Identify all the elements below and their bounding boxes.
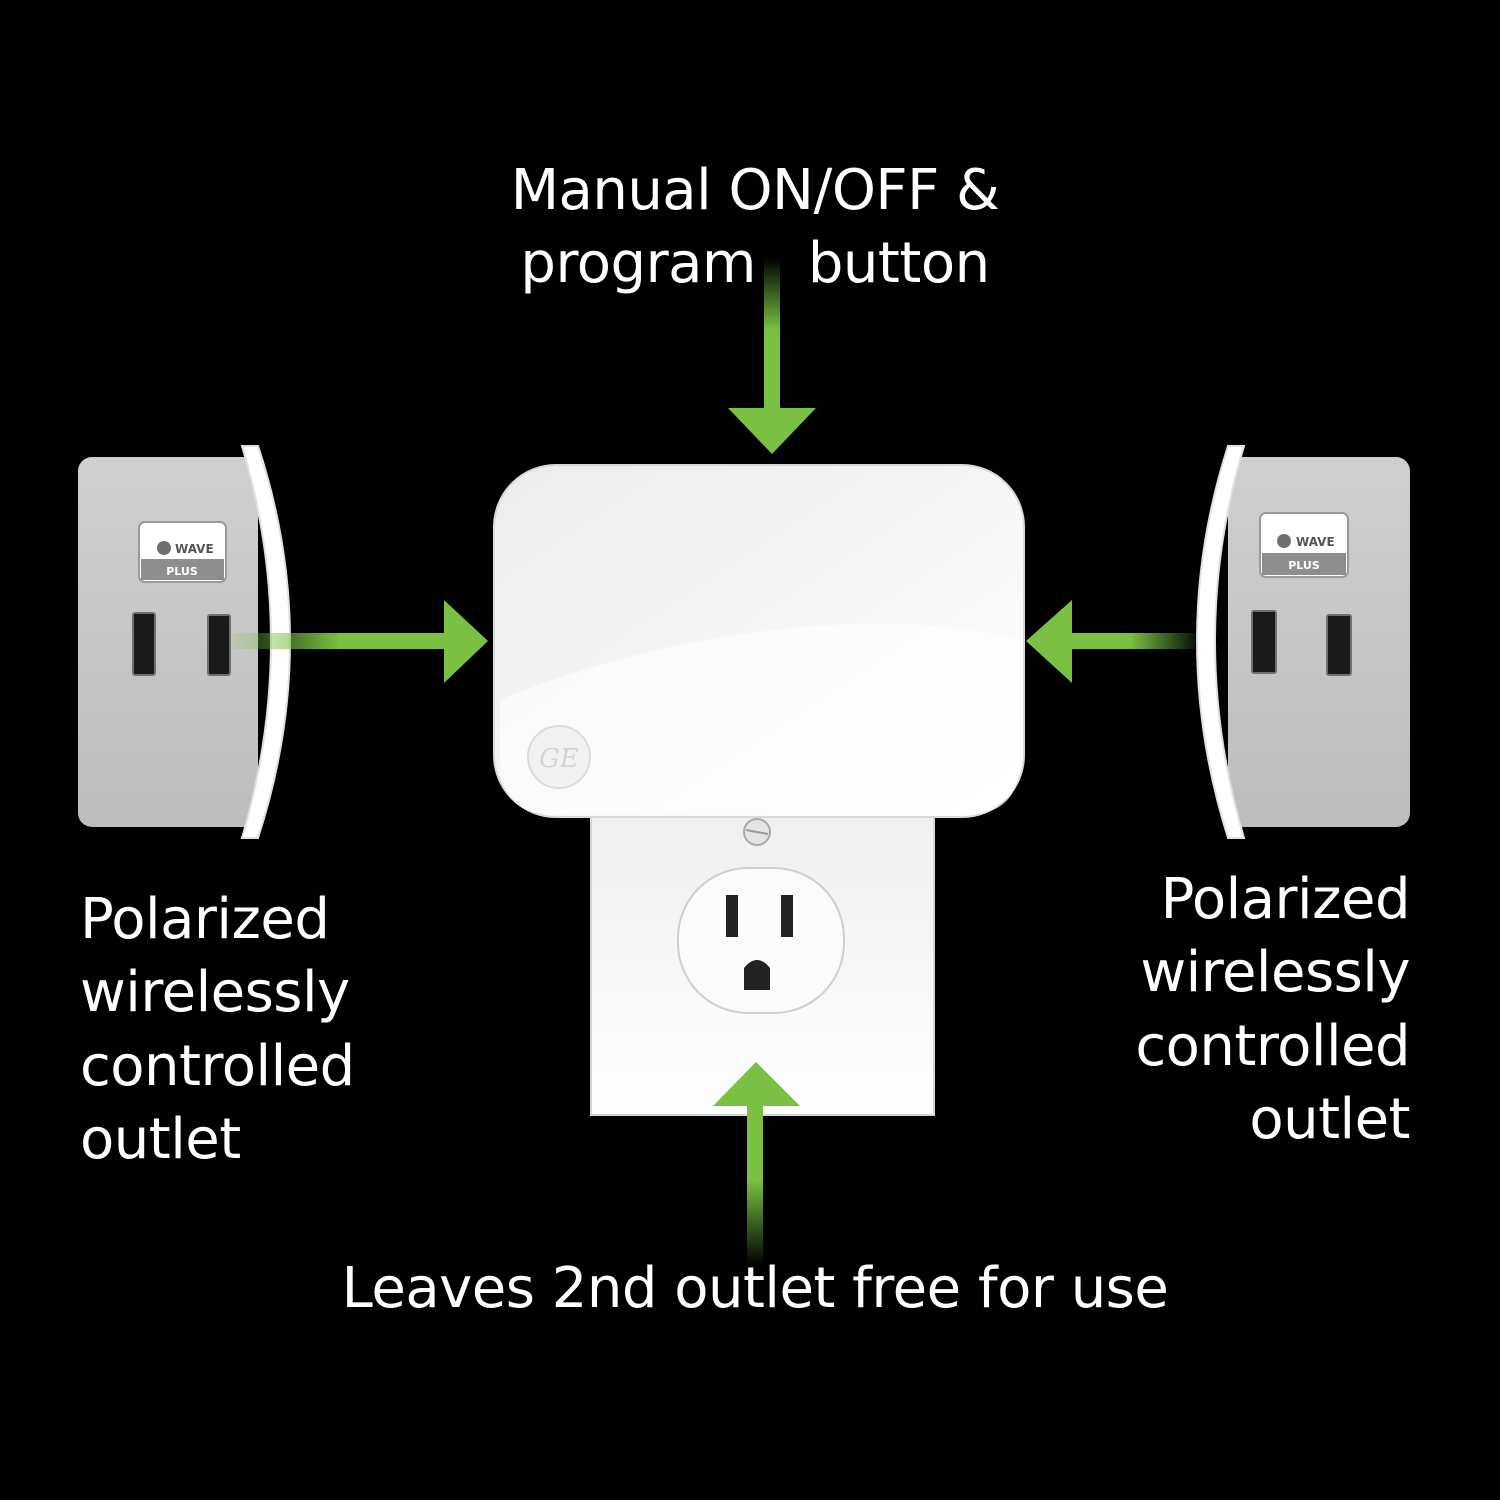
arrow-right-icon [230,600,488,683]
caption-right-outlet: Polarized wirelessly controlled outlet [1135,863,1410,1156]
caption-line: outlet [80,1107,241,1173]
left-side-outlet: WAVE PLUS [78,445,291,839]
svg-text:WAVE: WAVE [1296,535,1335,549]
svg-text:PLUS: PLUS [166,565,198,578]
caption-line: program button [520,231,990,297]
arrow-up-icon [713,1062,800,1265]
caption-line: Polarized [1160,867,1411,932]
caption-free-outlet: Leaves 2nd outlet free for use [330,1252,1180,1325]
caption-line: wirelessly [1140,940,1410,1006]
caption-line: controlled [80,1033,355,1099]
right-outlet-slot-2 [1326,614,1352,676]
ge-logo: GE [527,725,591,789]
caption-line: wirelessly [80,960,350,1026]
svg-text:GE: GE [539,744,579,774]
svg-text:PLUS: PLUS [1288,559,1320,572]
caption-line: Polarized [80,887,330,952]
arrow-down-icon [728,258,816,454]
left-outlet-slot-1 [132,612,156,676]
right-side-outlet: WAVE PLUS [1196,445,1410,839]
caption-line: outlet [1249,1087,1410,1153]
zwave-plus-badge-right: WAVE PLUS [1259,512,1349,578]
zwave-plus-badge-left: WAVE PLUS [138,521,227,583]
wall-plate [590,779,935,1116]
caption-line: Leaves 2nd outlet free for use [341,1256,1169,1321]
svg-text:WAVE: WAVE [175,542,214,556]
caption-line: controlled [1135,1013,1410,1079]
caption-program-button: Manual ON/OFF & program button [500,154,1010,301]
left-outlet-slot-2 [207,614,231,676]
caption-line: Manual ON/OFF & [510,158,1000,223]
caption-left-outlet: Polarized wirelessly controlled outlet [80,883,355,1176]
right-outlet-slot-1 [1251,610,1277,674]
free-outlet [677,867,845,1014]
arrow-left-icon [1026,600,1195,683]
smart-plug-device: GE [493,464,1025,818]
